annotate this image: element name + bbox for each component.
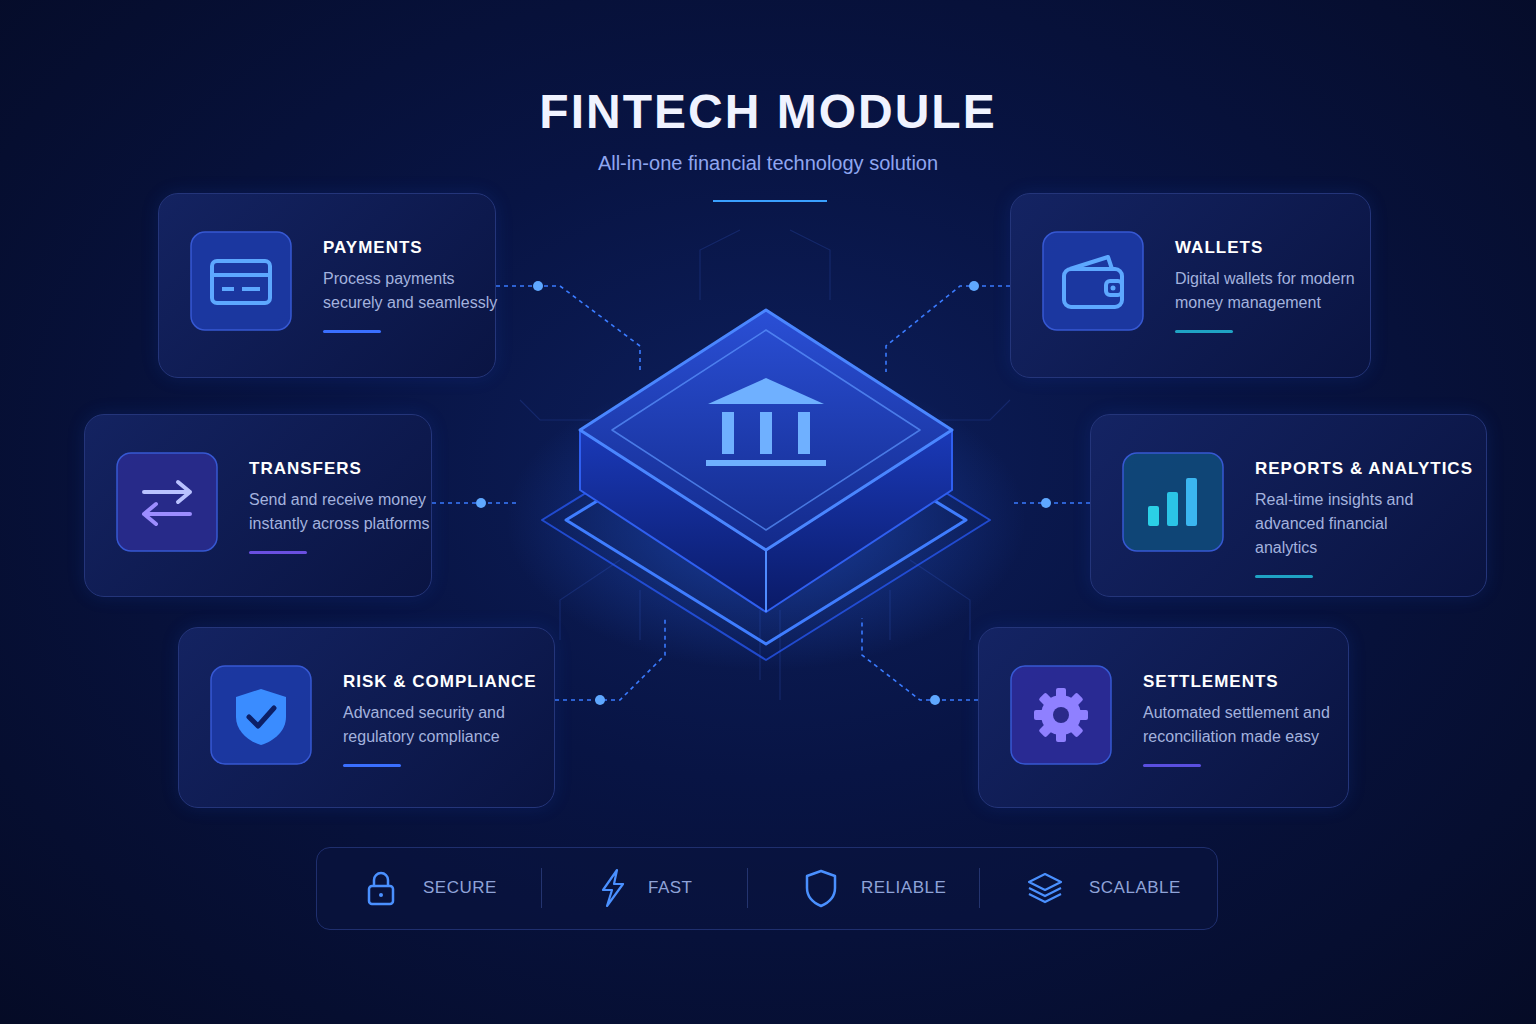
card-icon: [1122, 452, 1224, 552]
feature-card: REPORTS & ANALYTICS Real-time insights an…: [1090, 414, 1487, 597]
card-heading: WALLETS: [1175, 238, 1263, 258]
accent-bar: [249, 551, 307, 554]
card-heading: SETTLEMENTS: [1143, 672, 1279, 692]
feature-icon: [593, 868, 633, 908]
card-icon: [1010, 665, 1112, 765]
card-icon: [116, 452, 218, 552]
feature-label: RELIABLE: [861, 878, 946, 898]
card-description: Real-time insights and advanced financia…: [1255, 488, 1450, 560]
card-icon: [1042, 231, 1144, 331]
separator: [541, 868, 542, 908]
card-icon: [190, 231, 292, 331]
feature-band: SECURE FAST RELIABLE SCALABLE: [316, 847, 1218, 930]
feature-label: SCALABLE: [1089, 878, 1181, 898]
accent-bar: [323, 330, 381, 333]
separator: [979, 868, 980, 908]
card-description: Automated settlement and reconciliation …: [1143, 701, 1338, 749]
card-description: Advanced security and regulatory complia…: [343, 701, 538, 749]
feature-icon: [801, 868, 841, 908]
hub-platform: [506, 310, 1026, 670]
feature-icon: [1025, 868, 1065, 908]
card-heading: REPORTS & ANALYTICS: [1255, 459, 1473, 479]
accent-bar: [343, 764, 401, 767]
subtitle: All-in-one financial technology solution: [0, 152, 1536, 175]
card-icon: [210, 665, 312, 765]
accent-bar: [1143, 764, 1201, 767]
card-description: Process payments securely and seamlessly: [323, 267, 518, 315]
feature-label: FAST: [648, 878, 693, 898]
feature-card: SETTLEMENTS Automated settlement and reco…: [978, 627, 1349, 808]
diagram-title: FINTECH MODULE: [0, 84, 1536, 139]
feature-card: TRANSFERSSend and receive money instantl…: [84, 414, 432, 597]
card-heading: TRANSFERS: [249, 459, 362, 479]
card-heading: PAYMENTS: [323, 238, 423, 258]
feature-card: PAYMENTSProcess payments securely and se…: [158, 193, 496, 378]
feature-icon: [361, 868, 401, 908]
accent-bar: [1175, 330, 1233, 333]
title-underline: [713, 200, 827, 202]
feature-label: SECURE: [423, 878, 497, 898]
feature-card: WALLETS Digital wallets for modern money …: [1010, 193, 1371, 378]
connector-dots: [476, 281, 1051, 705]
card-heading: RISK & COMPLIANCE: [343, 672, 537, 692]
card-description: Digital wallets for modern money managem…: [1175, 267, 1370, 315]
separator: [747, 868, 748, 908]
accent-bar: [1255, 575, 1313, 578]
card-description: Send and receive money instantly across …: [249, 488, 444, 536]
feature-card: RISK & COMPLIANCE Advanced security and r…: [178, 627, 555, 808]
